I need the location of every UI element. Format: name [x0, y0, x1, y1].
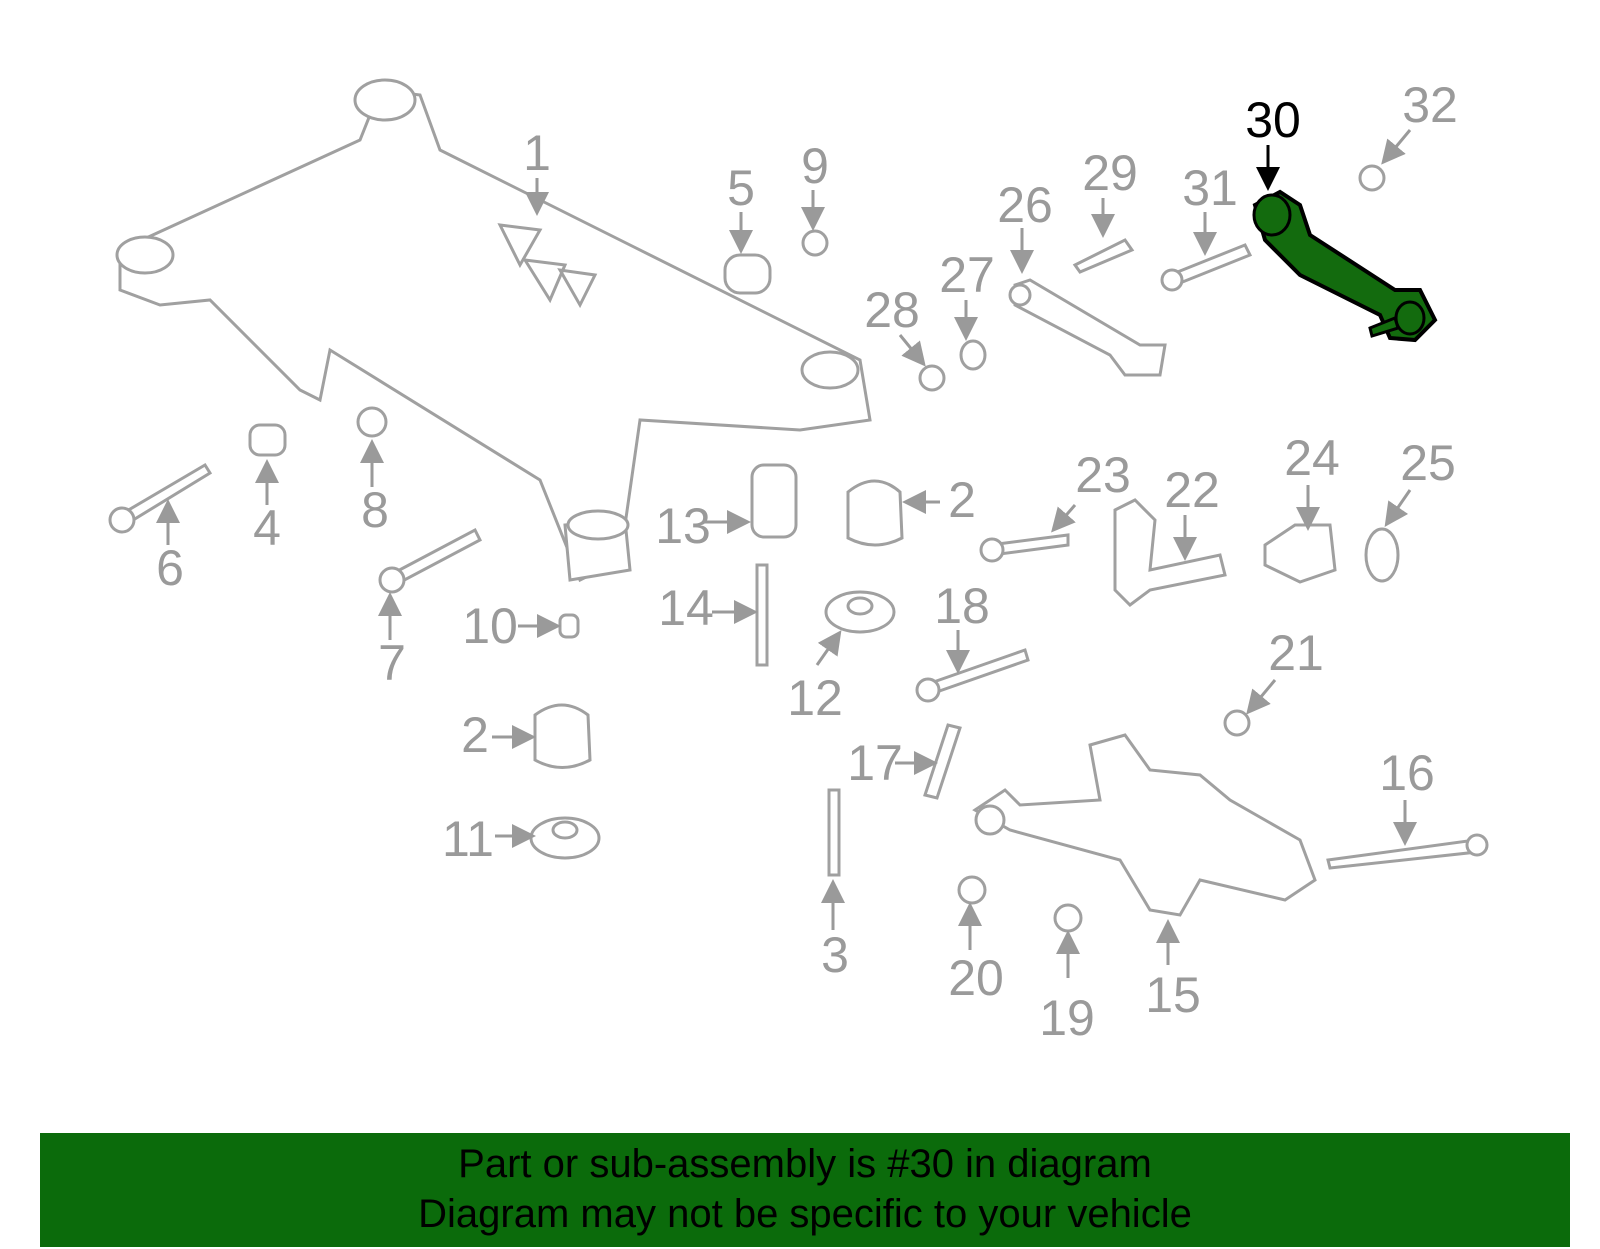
callout-21: 21	[1268, 625, 1324, 681]
nut-32	[1358, 164, 1386, 192]
callout-25: 25	[1400, 435, 1456, 491]
callout-27: 27	[939, 247, 995, 303]
callout-arrows	[156, 129, 1417, 978]
callout-12: 12	[787, 670, 843, 726]
nut-20	[957, 875, 987, 905]
bolt-16	[1326, 833, 1489, 870]
callout-24: 24	[1284, 430, 1340, 486]
callout-19: 19	[1039, 990, 1095, 1046]
info-banner: Part or sub-assembly is #30 in diagram D…	[40, 1133, 1570, 1247]
callout-8: 8	[361, 482, 389, 538]
callout-30-highlighted: 30	[1245, 92, 1301, 148]
callout-5: 5	[727, 160, 755, 216]
callout-11: 11	[442, 811, 494, 867]
rear-subframe	[115, 78, 872, 583]
callout-28: 28	[864, 282, 920, 338]
banner-line-disclaimer: Diagram may not be specific to your vehi…	[418, 1192, 1192, 1236]
callout-9: 9	[801, 138, 829, 194]
washer-12	[824, 590, 896, 634]
nut-9	[801, 229, 829, 257]
bolt-23	[979, 533, 1070, 563]
callout-20: 20	[948, 950, 1004, 1006]
callout-23: 23	[1075, 447, 1131, 503]
callout-4: 4	[253, 500, 281, 556]
mount-2-upper	[846, 479, 904, 547]
mount-2-lower	[533, 703, 592, 769]
bolt-29	[1072, 238, 1135, 274]
control-arm-30-highlighted[interactable]	[1252, 189, 1438, 343]
bolt-3	[827, 788, 841, 877]
link-26	[1008, 278, 1167, 377]
washer-11	[529, 816, 601, 860]
nut-19	[1053, 903, 1083, 933]
callout-16: 16	[1379, 745, 1435, 801]
callout-10: 10	[462, 598, 518, 654]
callout-29: 29	[1082, 145, 1138, 201]
callout-26: 26	[997, 177, 1053, 233]
callout-6: 6	[156, 540, 184, 596]
ring-25	[1364, 527, 1400, 583]
ring-27	[959, 339, 987, 371]
bushing-4	[248, 423, 287, 457]
bolt-17	[923, 723, 962, 800]
bolt-31	[1160, 243, 1253, 292]
bolt-14	[755, 563, 769, 667]
callout-2-lower: 2	[461, 707, 489, 763]
nut-28	[918, 364, 946, 392]
banner-line-part: Part or sub-assembly is #30 in diagram	[458, 1142, 1152, 1186]
bushing-5	[723, 253, 772, 295]
nut-8	[356, 406, 388, 438]
lower-control-arm-15	[972, 733, 1317, 917]
callout-1: 1	[523, 125, 551, 181]
mount-13	[750, 463, 798, 539]
bolt-6	[108, 462, 213, 534]
callout-14: 14	[658, 580, 714, 636]
callout-17: 17	[847, 735, 903, 791]
bolt-7	[378, 527, 482, 594]
callout-13: 13	[655, 498, 711, 554]
callout-22: 22	[1164, 462, 1220, 518]
callout-2-upper: 2	[948, 472, 976, 528]
callout-31: 31	[1182, 160, 1238, 216]
bolt-18	[915, 648, 1030, 703]
bushing-24	[1263, 523, 1337, 584]
sleeve-10	[558, 613, 580, 639]
callout-7: 7	[378, 635, 406, 691]
callout-15: 15	[1145, 967, 1201, 1023]
nut-21	[1223, 709, 1251, 737]
callout-32: 32	[1402, 77, 1458, 133]
callout-18: 18	[934, 578, 990, 634]
callout-3: 3	[821, 927, 849, 983]
link-22	[1113, 498, 1227, 607]
